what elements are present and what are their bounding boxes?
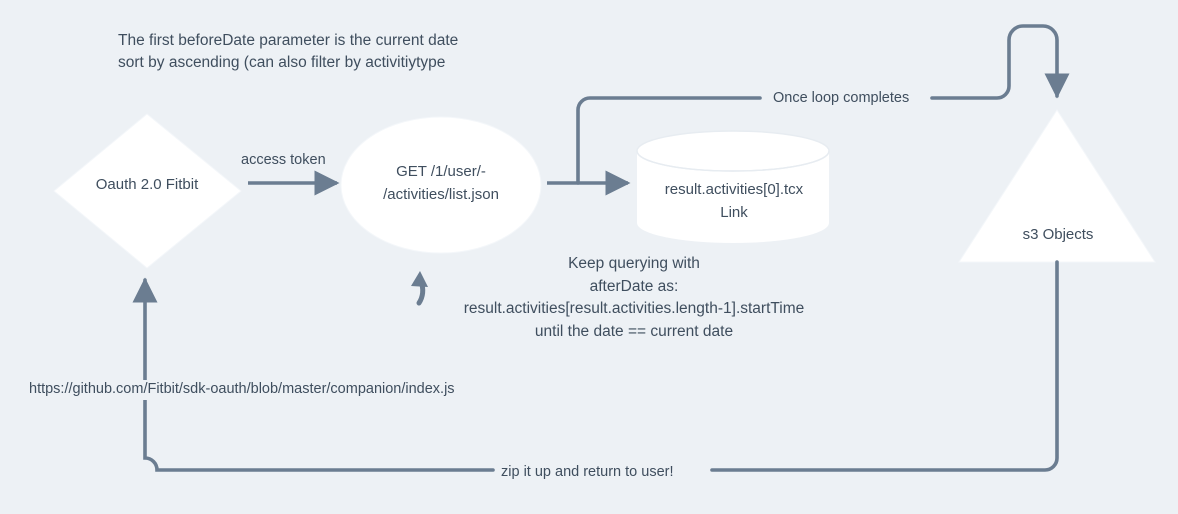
node-shape-ellipse-get-request[interactable] bbox=[340, 116, 542, 254]
retry-curved-arrowhead-icon bbox=[411, 271, 428, 287]
node-shape-diamond-oauth[interactable] bbox=[53, 113, 242, 269]
middle-note-text: Keep querying with afterDate as: result.… bbox=[463, 255, 805, 340]
source-url-text: https://github.com/Fitbit/sdk-oauth/blob… bbox=[27, 380, 457, 400]
edge-once-loop-completes bbox=[930, 24, 1070, 100]
edge-label-once-loop-completes: Once loop completes bbox=[770, 89, 913, 109]
top-note-text: The first beforeDate parameter is the cu… bbox=[118, 32, 459, 71]
edge-s3-to-oauth-left bbox=[132, 277, 495, 472]
node-shape-triangle-s3[interactable] bbox=[958, 109, 1156, 263]
edge-s3-to-oauth-right bbox=[710, 260, 1059, 472]
edge-retry-loop bbox=[576, 96, 762, 185]
edge-label-access-token: access token bbox=[241, 152, 326, 168]
node-shape-cylinder-tcx-store[interactable] bbox=[636, 130, 830, 243]
edge-label-zip-return: zip it up and return to user! bbox=[497, 463, 678, 483]
